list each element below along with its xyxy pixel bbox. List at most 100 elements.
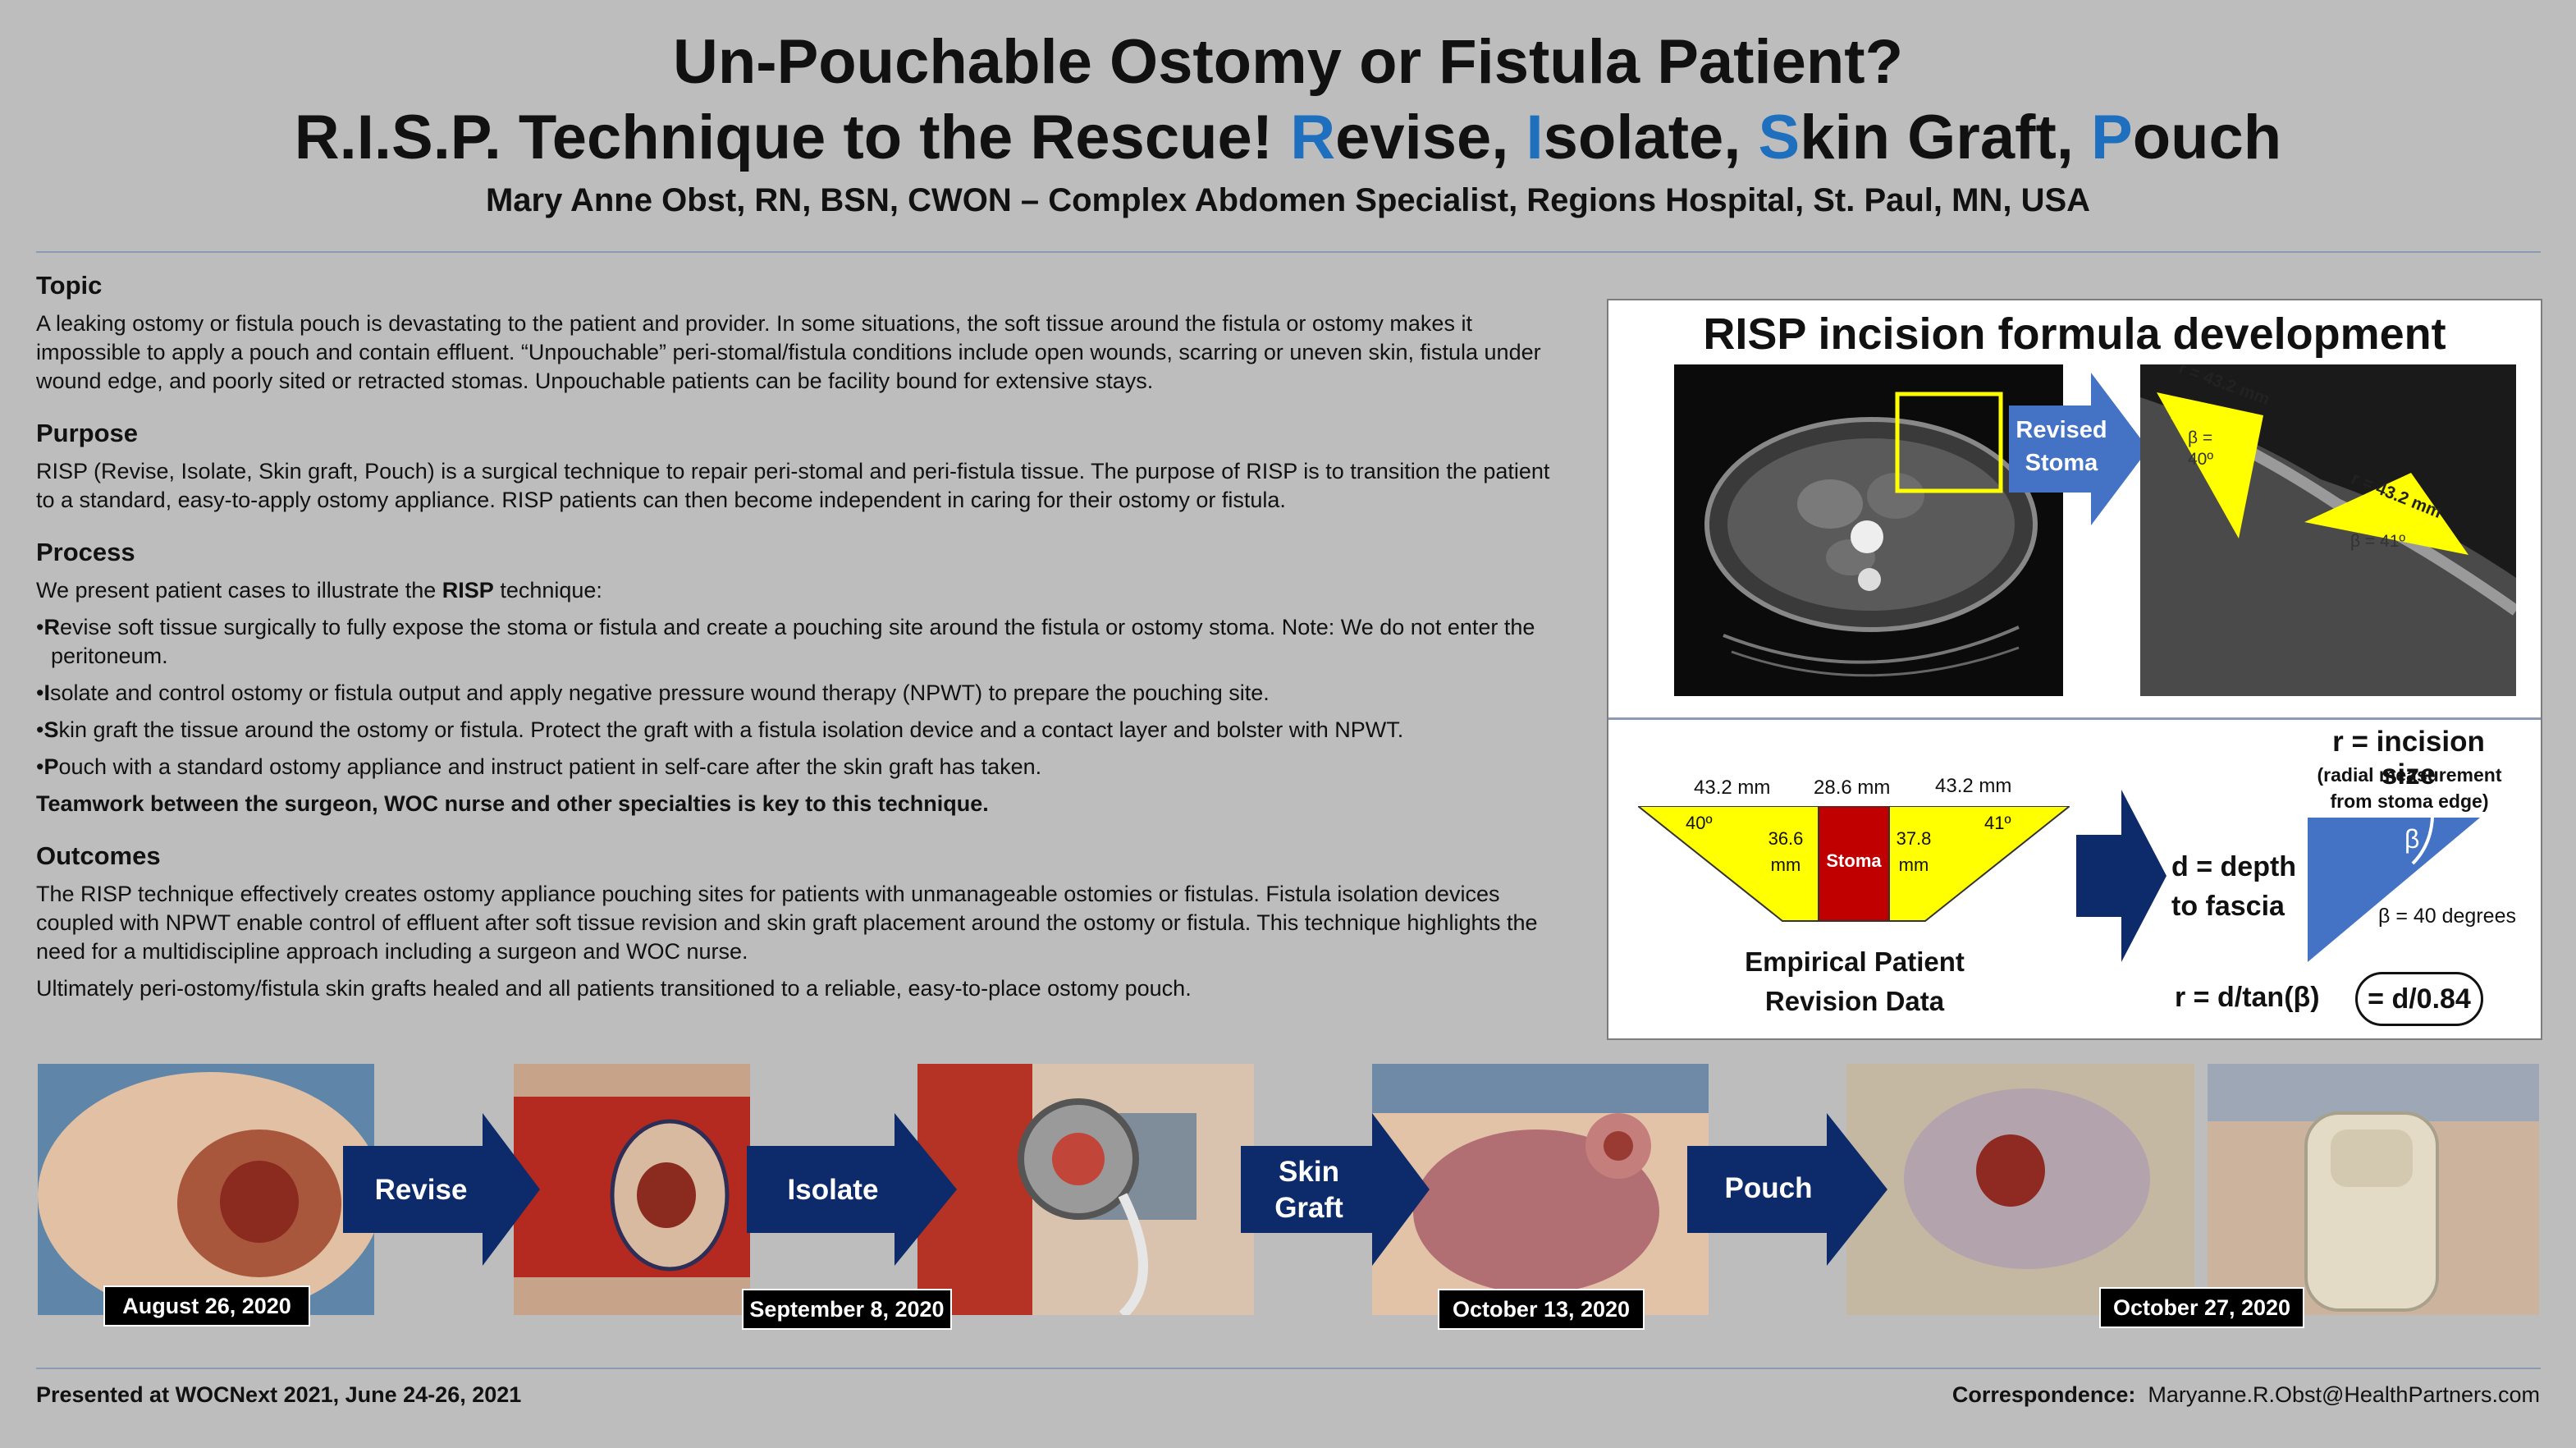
step-label-pouch: Pouch xyxy=(1724,1172,1813,1204)
date-label-2: September 8, 2020 xyxy=(742,1289,952,1330)
photo-revised xyxy=(514,1064,750,1315)
purpose-text: RISP (Revise, Isolate, Skin graft, Pouch… xyxy=(36,459,1550,512)
process-intro-text: We present patient cases to illustrate t… xyxy=(36,578,442,603)
formula-panel: RISP incision formula development Revise… xyxy=(1607,299,2542,1040)
title-letter-p: P xyxy=(2090,103,2133,172)
panel-title: RISP incision formula development xyxy=(1703,309,2446,359)
date-label-1: August 26, 2020 xyxy=(103,1285,310,1327)
title-letter-s: S xyxy=(1758,103,1800,172)
date-label-3: October 13, 2020 xyxy=(1438,1289,1645,1330)
depth-definition-line-2: to fascia xyxy=(2171,891,2285,922)
revision-diagram xyxy=(1638,806,2070,922)
depth-right: 37.8 mm xyxy=(1896,828,1932,875)
depth-definition-line-1: d = depth xyxy=(2171,851,2297,882)
process-intro-bold: RISP xyxy=(442,578,494,603)
formula-equation-right: = d/0.84 xyxy=(2355,972,2483,1026)
step-arrow-revise xyxy=(343,1113,540,1266)
poster-title-line-1: Un-Pouchable Ostomy or Fistula Patient? xyxy=(672,27,1904,97)
title-prefix: R.I.S.P. Technique to the Rescue! xyxy=(294,103,1291,172)
title-word-skin-graft: kin Graft, xyxy=(1800,103,2091,172)
process-bullet-revise: •Revise soft tissue surgically to fully … xyxy=(36,615,1535,668)
outcomes-text-1: The RISP technique effectively creates o… xyxy=(36,882,1538,964)
stoma-label: Stoma xyxy=(1826,850,1882,871)
process-intro-suffix: technique: xyxy=(493,578,602,603)
bullet-text: solate and control ostomy or fistula out… xyxy=(49,680,1270,705)
step-arrow-skin-graft xyxy=(1241,1113,1430,1266)
dim-top-mid: 28.6 mm xyxy=(1814,777,1891,799)
process-intro: We present patient cases to illustrate t… xyxy=(36,576,1554,605)
angle-right: 41º xyxy=(1984,813,2011,833)
author-line: Mary Anne Obst, RN, BSN, CWON – Complex … xyxy=(485,182,2091,218)
section-topic: Topic A leaking ostomy or fistula pouch … xyxy=(36,271,1554,396)
section-heading-topic: Topic xyxy=(36,271,103,300)
step-arrow-pouch xyxy=(1687,1113,1887,1266)
correspondence-email: Maryanne.R.Obst@HealthPartners.com xyxy=(2148,1382,2540,1407)
r-definition-title: r = incision size xyxy=(2332,726,2485,790)
title-word-isolate: solate, xyxy=(1543,103,1759,172)
title-letter-i: I xyxy=(1526,103,1544,172)
ct-scan-graphic xyxy=(1704,392,2038,677)
section-outcomes: Outcomes The RISP technique effectively … xyxy=(36,841,1554,1003)
date-label-4: October 27, 2020 xyxy=(2099,1287,2304,1328)
bullet-letter: I xyxy=(43,680,50,705)
photo-healed xyxy=(1846,1064,2194,1315)
title-word-pouch: ouch xyxy=(2132,103,2282,172)
bullet-text: kin graft the tissue around the ostomy o… xyxy=(58,717,1404,742)
footer-divider xyxy=(36,1368,2541,1369)
dim-top-right: 43.2 mm xyxy=(1935,775,2012,797)
process-bullet-skin-graft: •Skin graft the tissue around the ostomy… xyxy=(36,717,1404,742)
section-process: Process We present patient cases to illu… xyxy=(36,538,1554,818)
ct-scan-image xyxy=(1674,364,2063,696)
r-sub-line-1: (radial measurement xyxy=(2317,764,2502,786)
photo-initial-graphic xyxy=(38,1064,374,1315)
photo-pouched-graphic xyxy=(2208,1064,2539,1315)
photo-initial-wound xyxy=(38,1064,374,1315)
caption-line-2: Revision Data xyxy=(1764,986,1945,1016)
title-word-revise: evise, xyxy=(1335,103,1526,172)
ct-left-beta-label: β = 40º xyxy=(2188,428,2214,469)
bullet-letter: S xyxy=(43,717,59,742)
beta-symbol: β xyxy=(2404,824,2420,854)
step-arrow-isolate xyxy=(747,1113,957,1266)
angle-left: 40º xyxy=(1686,813,1713,833)
step-label-revise: Revise xyxy=(374,1174,468,1206)
depth-definition: d = depth to fascia xyxy=(2171,847,2296,926)
bullet-letter: R xyxy=(43,615,60,639)
teamwork-statement: Teamwork between the surgeon, WOC nurse … xyxy=(36,791,989,816)
poster-header: Un-Pouchable Ostomy or Fistula Patient? … xyxy=(0,25,2576,219)
r-sub-line-2: from stoma edge) xyxy=(2330,790,2489,812)
bullet-text: evise soft tissue surgically to fully ex… xyxy=(51,615,1535,668)
ct-right-beta-label: β = 41º xyxy=(2350,532,2406,551)
footer-presented: Presented at WOCNext 2021, June 24-26, 2… xyxy=(36,1382,522,1407)
photo-isolated xyxy=(917,1064,1254,1315)
photo-skin-graft xyxy=(1372,1064,1709,1315)
topic-text: A leaking ostomy or fistula pouch is dev… xyxy=(36,311,1541,393)
revised-stoma-arrow xyxy=(2009,373,2148,525)
beta-value: β = 40 degrees xyxy=(2378,905,2516,928)
photo-skin-graft-graphic xyxy=(1372,1064,1709,1315)
header-divider xyxy=(36,251,2541,253)
ct-zoom-image xyxy=(2140,364,2516,696)
panel-divider xyxy=(1608,717,2541,720)
footer-correspondence: Correspondence: Maryanne.R.Obst@HealthPa… xyxy=(1952,1382,2540,1408)
formula-equation-left: r = d/tan(β) xyxy=(2175,982,2320,1013)
depth-left: 36.6 mm xyxy=(1768,828,1804,875)
photo-revised-graphic xyxy=(514,1064,750,1315)
revised-stoma-label: Revised Stoma xyxy=(2016,417,2107,476)
section-purpose: Purpose RISP (Revise, Isolate, Skin graf… xyxy=(36,419,1554,515)
section-heading-purpose: Purpose xyxy=(36,419,139,447)
section-heading-outcomes: Outcomes xyxy=(36,841,161,870)
bullet-text: ouch with a standard ostomy appliance an… xyxy=(58,754,1042,779)
process-bullet-pouch: •Pouch with a standard ostomy appliance … xyxy=(36,754,1042,779)
photo-pouched xyxy=(2208,1064,2539,1315)
caption-line-1: Empirical Patient xyxy=(1745,946,1965,977)
diagram-caption: Empirical Patient Revision Data xyxy=(1691,942,2019,1021)
process-bullet-isolate: •Isolate and control ostomy or fistula o… xyxy=(36,680,1270,705)
outcomes-text-2: Ultimately peri-ostomy/fistula skin graf… xyxy=(36,976,1192,1001)
formula-arrow xyxy=(2076,790,2166,962)
title-letter-r: R xyxy=(1290,103,1336,172)
step-label-isolate: Isolate xyxy=(787,1174,879,1206)
poster-title-line-2: R.I.S.P. Technique to the Rescue! Revise… xyxy=(0,100,2576,176)
dim-top-left: 43.2 mm xyxy=(1694,777,1771,799)
text-column: Topic A leaking ostomy or fistula pouch … xyxy=(36,271,1554,1026)
